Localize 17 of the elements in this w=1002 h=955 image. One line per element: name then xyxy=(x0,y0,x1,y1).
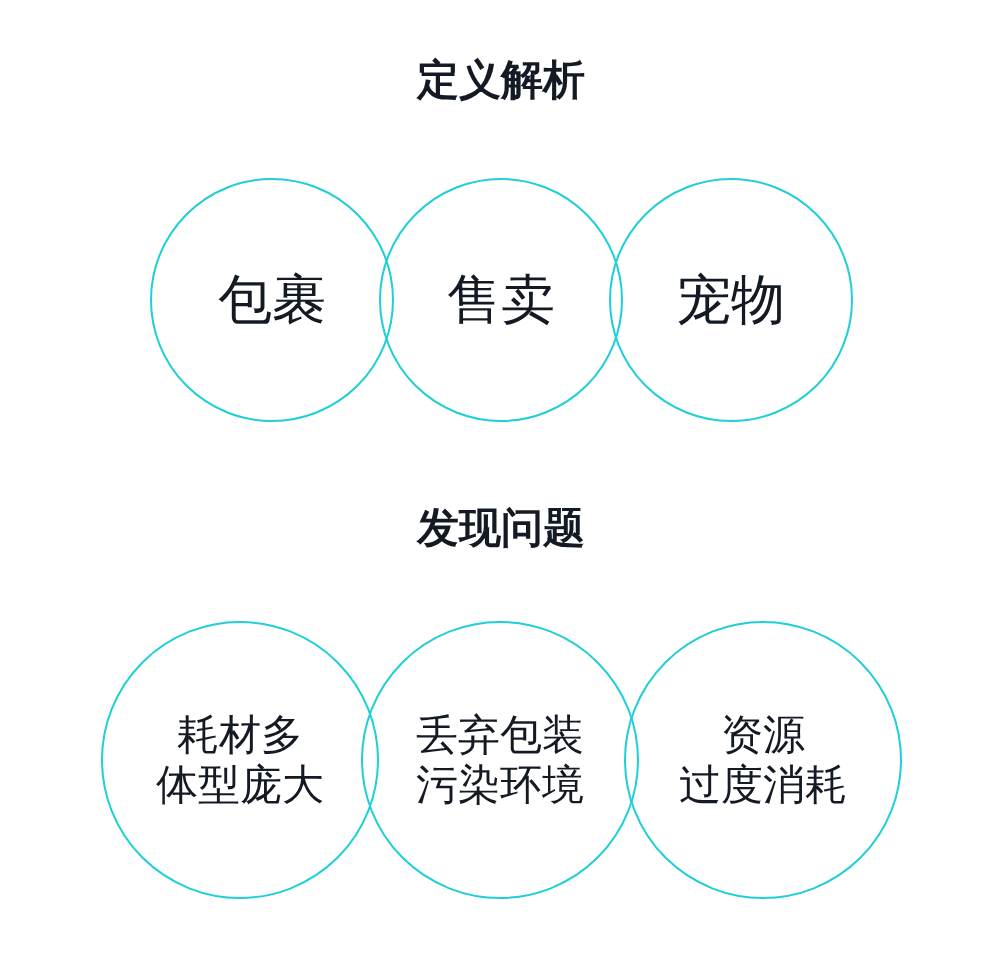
circle xyxy=(150,178,394,422)
circle-label: 污染环境 xyxy=(416,760,584,811)
section-heading: 定义解析 xyxy=(417,54,585,106)
circle-label: 过度消耗 xyxy=(679,760,847,811)
circle xyxy=(101,621,379,899)
section-heading: 发现问题 xyxy=(417,502,585,554)
circle-label: 售卖 xyxy=(447,267,555,333)
circle-label: 耗材多 xyxy=(177,709,303,760)
circle xyxy=(624,621,902,899)
circle-label: 包裹 xyxy=(218,267,326,333)
circle-label: 资源 xyxy=(721,709,805,760)
circle xyxy=(379,178,623,422)
circle xyxy=(361,621,639,899)
circle-label: 丢弃包装 xyxy=(416,709,584,760)
circle-label: 体型庞大 xyxy=(156,760,324,811)
circle xyxy=(609,178,853,422)
circle-label: 宠物 xyxy=(677,267,785,333)
